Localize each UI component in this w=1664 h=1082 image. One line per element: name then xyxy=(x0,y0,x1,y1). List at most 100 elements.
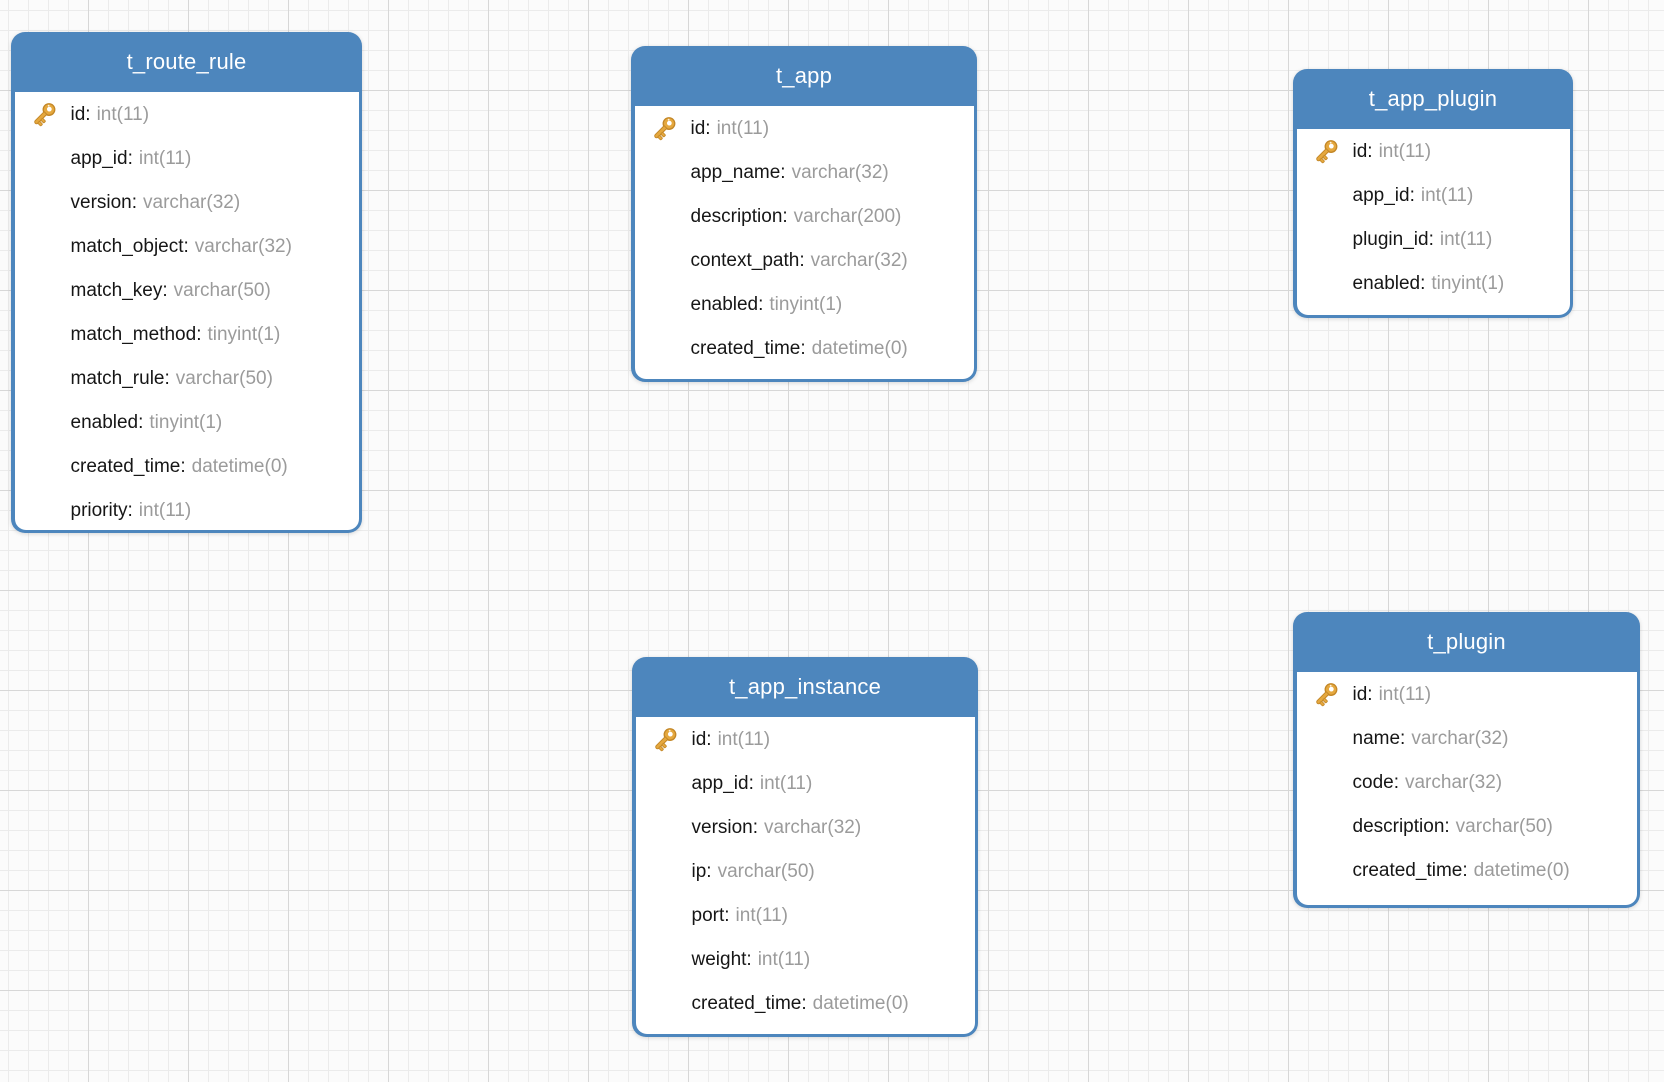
field-separator: : xyxy=(799,250,805,271)
table-row: enabled:tinyint(1) xyxy=(1297,262,1570,306)
table-body: id:int(11) app_id:int(11) version:varcha… xyxy=(635,717,975,1034)
field-separator: : xyxy=(1367,141,1373,162)
field-separator: : xyxy=(1428,229,1434,250)
field-name: match_key xyxy=(70,280,163,301)
table-row: description:varchar(50) xyxy=(1297,805,1637,849)
primary-key-icon xyxy=(648,724,681,757)
table-row: code:varchar(32) xyxy=(1297,761,1637,805)
field-separator: : xyxy=(164,368,170,389)
field-separator: : xyxy=(1462,860,1468,881)
table-row: priority:int(11) xyxy=(15,489,359,530)
field-name: created_time xyxy=(690,338,801,359)
field-name: match_object xyxy=(70,236,184,257)
table-header[interactable]: t_app_instance xyxy=(632,657,978,717)
field-type: varchar(32) xyxy=(810,250,908,271)
table-row: app_id:int(11) xyxy=(636,762,975,806)
table-row: ip:varchar(50) xyxy=(636,850,975,894)
field-separator: : xyxy=(1367,684,1373,705)
field-separator: : xyxy=(782,206,788,227)
field-name: description xyxy=(1352,816,1445,837)
table-row: match_object:varchar(32) xyxy=(15,225,359,269)
field-type: varchar(50) xyxy=(1455,816,1553,837)
field-type: int(11) xyxy=(759,773,813,794)
field-name: name xyxy=(1352,728,1401,749)
field-type: datetime(0) xyxy=(1473,860,1570,881)
field-separator: : xyxy=(127,500,133,521)
table-row: enabled:tinyint(1) xyxy=(635,283,974,327)
table-row: context_path:varchar(32) xyxy=(635,239,974,283)
table-body: id:int(11) app_id:int(11) plugin_id:int(… xyxy=(1296,129,1570,315)
field-separator: : xyxy=(162,280,168,301)
field-name: app_id xyxy=(1352,185,1410,206)
field-name: port xyxy=(691,905,725,926)
field-separator: : xyxy=(724,905,730,926)
table-card-t_app[interactable]: t_app id:int(11) app_name:varchar(32) de… xyxy=(631,46,977,382)
field-name: version xyxy=(691,817,753,838)
field-type: int(11) xyxy=(716,118,770,139)
table-row: description:varchar(200) xyxy=(635,195,974,239)
field-name: enabled xyxy=(70,412,139,433)
table-row: id:int(11) xyxy=(15,93,359,137)
field-separator: : xyxy=(1420,273,1426,294)
table-title: t_app_instance xyxy=(728,674,882,699)
field-name: id xyxy=(691,729,707,750)
field-type: int(11) xyxy=(1420,185,1474,206)
table-header[interactable]: t_app xyxy=(631,46,977,106)
primary-key-icon xyxy=(27,99,60,132)
field-name: version xyxy=(70,192,132,213)
field-type: datetime(0) xyxy=(811,338,908,359)
table-row: port:int(11) xyxy=(636,894,975,938)
field-type: tinyint(1) xyxy=(769,294,843,315)
table-title: t_app_plugin xyxy=(1368,86,1498,111)
field-name: priority xyxy=(70,500,128,521)
field-name: app_id xyxy=(70,148,128,169)
table-row: version:varchar(32) xyxy=(636,806,975,850)
table-row: id:int(11) xyxy=(636,718,975,762)
field-separator: : xyxy=(183,236,189,257)
table-row: id:int(11) xyxy=(1297,673,1637,717)
table-row: weight:int(11) xyxy=(636,938,975,982)
table-header[interactable]: t_route_rule xyxy=(11,32,362,92)
table-row: name:varchar(32) xyxy=(1297,717,1637,761)
table-card-t_app_plugin[interactable]: t_app_plugin id:int(11) app_id:int(11) p… xyxy=(1293,69,1573,318)
field-separator: : xyxy=(127,148,133,169)
field-type: int(11) xyxy=(138,148,192,169)
field-type: tinyint(1) xyxy=(207,324,281,345)
table-card-t_plugin[interactable]: t_plugin id:int(11) name:varchar(32) cod… xyxy=(1293,612,1640,908)
field-type: varchar(50) xyxy=(717,861,815,882)
field-type: varchar(200) xyxy=(793,206,902,227)
table-row: created_time:datetime(0) xyxy=(15,445,359,489)
field-separator: : xyxy=(758,294,764,315)
field-separator: : xyxy=(131,192,138,213)
table-row: match_key:varchar(50) xyxy=(15,269,359,313)
field-separator: : xyxy=(801,993,807,1014)
table-header[interactable]: t_plugin xyxy=(1293,612,1640,672)
field-separator: : xyxy=(85,104,91,125)
table-body: id:int(11) app_name:varchar(32) descript… xyxy=(634,106,974,379)
table-card-t_app_instance[interactable]: t_app_instance id:int(11) app_id:int(11)… xyxy=(632,657,978,1037)
table-title: t_route_rule xyxy=(126,49,247,74)
field-name: ip xyxy=(691,861,707,882)
table-row: id:int(11) xyxy=(635,107,974,151)
table-header[interactable]: t_app_plugin xyxy=(1293,69,1573,129)
field-type: varchar(50) xyxy=(175,368,273,389)
field-separator: : xyxy=(705,118,711,139)
field-type: tinyint(1) xyxy=(1431,273,1505,294)
field-type: int(11) xyxy=(1378,141,1432,162)
table-title: t_plugin xyxy=(1427,629,1506,654)
field-name: id xyxy=(1352,684,1368,705)
field-name: context_path xyxy=(690,250,800,271)
table-card-t_route_rule[interactable]: t_route_rule id:int(11) app_id:int(11) v… xyxy=(11,32,362,533)
field-type: varchar(32) xyxy=(791,162,889,183)
field-separator: : xyxy=(196,324,202,345)
field-name: id xyxy=(1352,141,1368,162)
field-type: varchar(32) xyxy=(143,192,241,213)
table-row: created_time:datetime(0) xyxy=(1297,849,1637,893)
table-row: app_id:int(11) xyxy=(15,137,359,181)
primary-key-icon xyxy=(647,113,680,146)
field-type: int(11) xyxy=(757,949,811,970)
table-row: app_name:varchar(32) xyxy=(635,151,974,195)
field-name: enabled xyxy=(690,294,759,315)
field-type: int(11) xyxy=(1378,684,1432,705)
